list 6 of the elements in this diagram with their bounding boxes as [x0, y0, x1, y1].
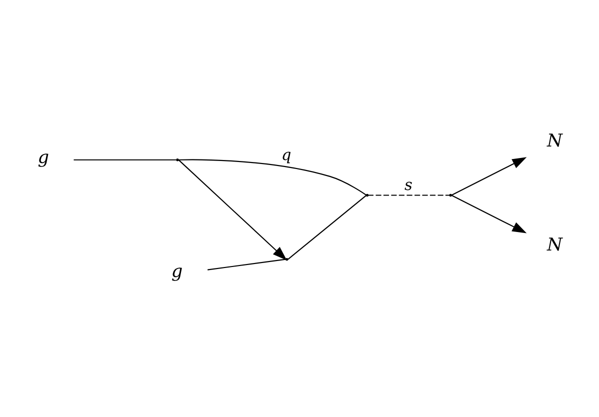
node-text: N	[546, 235, 562, 256]
node-text: g	[171, 262, 183, 282]
node-text: g	[38, 148, 50, 168]
edge-label: s	[404, 176, 412, 194]
edge-label: q	[281, 146, 292, 164]
node-text: N	[546, 131, 562, 152]
